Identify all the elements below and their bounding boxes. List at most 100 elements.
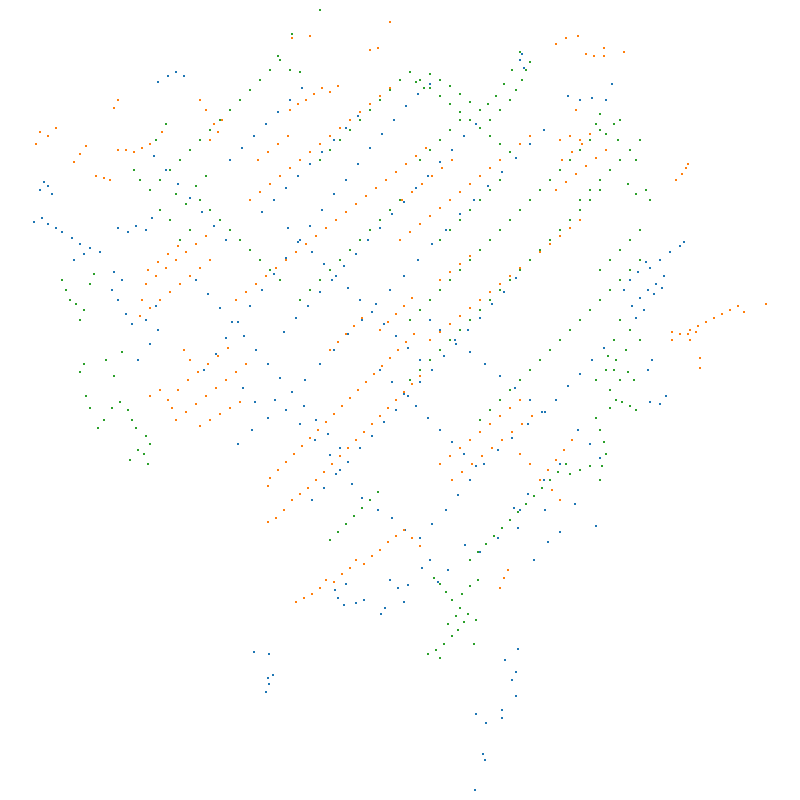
scatter-point	[609, 289, 611, 291]
scatter-point	[499, 159, 501, 161]
scatter-point	[73, 161, 75, 163]
scatter-point	[419, 309, 421, 311]
scatter-point	[339, 469, 341, 471]
scatter-point	[479, 109, 481, 111]
scatter-point	[259, 79, 261, 81]
scatter-point	[299, 159, 301, 161]
scatter-point	[439, 239, 441, 241]
scatter-point	[625, 349, 627, 351]
scatter-point	[267, 363, 269, 365]
scatter-point	[689, 339, 691, 341]
scatter-point	[555, 189, 557, 191]
scatter-point	[519, 379, 521, 381]
scatter-point	[117, 299, 119, 301]
scatter-point	[515, 89, 517, 91]
scatter-point	[239, 401, 241, 403]
scatter-point	[301, 445, 303, 447]
scatter-point	[291, 33, 293, 35]
scatter-point	[209, 419, 211, 421]
scatter-point	[215, 353, 217, 355]
scatter-point	[449, 85, 451, 87]
scatter-point	[605, 133, 607, 135]
scatter-point	[439, 161, 441, 163]
scatter-point	[249, 249, 251, 251]
scatter-point	[304, 379, 306, 381]
scatter-point	[189, 197, 191, 199]
scatter-point	[489, 409, 491, 411]
scatter-point	[549, 239, 551, 241]
scatter-point	[705, 321, 707, 323]
scatter-point	[355, 253, 357, 255]
scatter-point	[299, 493, 301, 495]
scatter-point	[409, 71, 411, 73]
scatter-point	[521, 423, 523, 425]
scatter-point	[435, 649, 437, 651]
scatter-point	[547, 469, 549, 471]
series-1	[33, 53, 685, 791]
scatter-point	[334, 589, 336, 591]
scatter-point	[539, 249, 541, 251]
scatter-point	[613, 339, 615, 341]
scatter-point	[299, 299, 301, 301]
scatter-point	[464, 544, 466, 546]
scatter-point	[395, 313, 397, 315]
scatter-point	[577, 429, 579, 431]
scatter-point	[235, 371, 237, 373]
scatter-point	[599, 129, 601, 131]
scatter-point	[103, 177, 105, 179]
scatter-point	[421, 567, 423, 569]
scatter-point	[679, 245, 681, 247]
scatter-point	[439, 139, 441, 141]
scatter-point	[457, 494, 459, 496]
scatter-point	[127, 231, 129, 233]
scatter-point	[683, 241, 685, 243]
scatter-point	[131, 419, 133, 421]
scatter-point	[79, 153, 81, 155]
scatter-point	[345, 523, 347, 525]
scatter-point	[417, 259, 419, 261]
scatter-point	[379, 415, 381, 417]
scatter-point	[165, 267, 167, 269]
scatter-point	[639, 339, 641, 341]
scatter-point	[389, 89, 391, 91]
scatter-point	[269, 183, 271, 185]
scatter-point	[479, 309, 481, 311]
scatter-point	[147, 269, 149, 271]
scatter-point	[167, 253, 169, 255]
series-2	[35, 21, 767, 603]
scatter-point	[743, 311, 745, 313]
scatter-point	[439, 349, 441, 351]
scatter-point	[335, 473, 337, 475]
scatter-point	[449, 103, 451, 105]
scatter-point	[529, 463, 531, 465]
scatter-point	[605, 149, 607, 151]
scatter-point	[511, 437, 513, 439]
scatter-point	[527, 423, 529, 425]
scatter-point	[261, 211, 263, 213]
scatter-point	[371, 555, 373, 557]
scatter-point	[375, 303, 377, 305]
scatter-point	[395, 535, 397, 537]
scatter-point	[459, 269, 461, 271]
scatter-point	[353, 515, 355, 517]
scatter-point	[149, 189, 151, 191]
scatter-point	[369, 147, 371, 149]
scatter-point	[729, 309, 731, 311]
scatter-point	[485, 722, 487, 724]
scatter-point	[511, 431, 513, 433]
scatter-point	[293, 453, 295, 455]
scatter-point	[149, 395, 151, 397]
scatter-point	[369, 109, 371, 111]
scatter-point	[681, 173, 683, 175]
scatter-point	[387, 321, 389, 323]
scatter-point	[295, 251, 297, 253]
scatter-point	[589, 139, 591, 141]
scatter-point	[285, 259, 287, 261]
scatter-point	[379, 219, 381, 221]
scatter-point	[319, 143, 321, 145]
scatter-point	[635, 317, 637, 319]
scatter-point	[433, 577, 435, 579]
scatter-point	[171, 407, 173, 409]
scatter-point	[349, 397, 351, 399]
scatter-point	[379, 99, 381, 101]
